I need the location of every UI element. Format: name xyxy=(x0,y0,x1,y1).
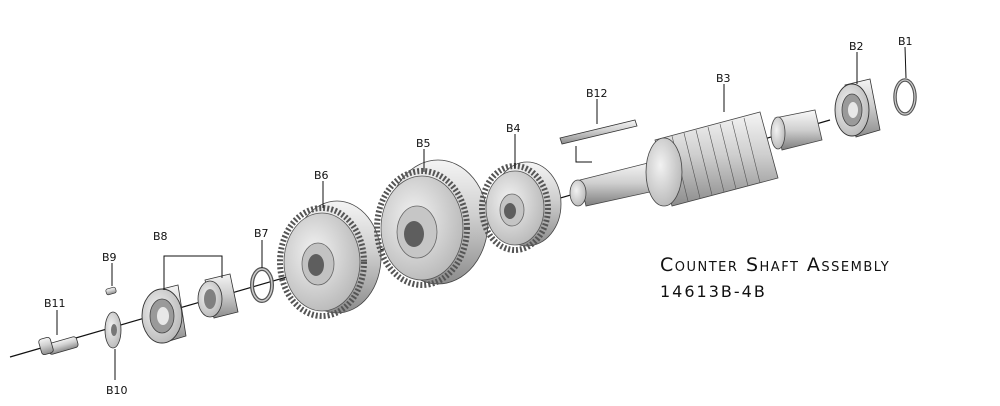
callout-b3: B3 xyxy=(716,72,731,85)
part-b1-snap-ring xyxy=(893,78,917,116)
callout-b4: B4 xyxy=(506,122,521,135)
callout-b10: B10 xyxy=(106,384,128,397)
part-b2-bearing xyxy=(834,78,881,138)
part-b4-gear xyxy=(479,161,562,253)
part-b8-spacer xyxy=(197,273,239,319)
callout-b7: B7 xyxy=(254,227,269,240)
diagram-title: Counter Shaft Assembly xyxy=(660,254,891,276)
part-number: 14613B-4B xyxy=(660,282,767,301)
callout-b11: B11 xyxy=(44,297,66,310)
part-b7-snap-ring xyxy=(250,267,274,303)
callout-b2: B2 xyxy=(849,40,864,53)
part-b10-washer xyxy=(104,311,122,349)
part-b8-bearing xyxy=(141,284,187,344)
part-b11-bolt xyxy=(38,336,79,356)
callout-b12: B12 xyxy=(586,87,608,100)
leader-lines xyxy=(56,46,907,380)
callout-b1: B1 xyxy=(898,35,913,48)
callout-b5: B5 xyxy=(416,137,431,150)
part-b5-gear xyxy=(374,159,489,288)
part-b6-gear xyxy=(277,200,382,319)
callout-b6: B6 xyxy=(314,169,329,182)
part-b3-counter-shaft xyxy=(569,109,823,207)
callout-b9: B9 xyxy=(102,251,117,264)
part-b12-key xyxy=(559,119,638,145)
part-b9-pin xyxy=(105,286,117,296)
callout-b8: B8 xyxy=(153,230,168,243)
title-block: Counter Shaft Assembly 14613B-4B xyxy=(660,254,890,301)
